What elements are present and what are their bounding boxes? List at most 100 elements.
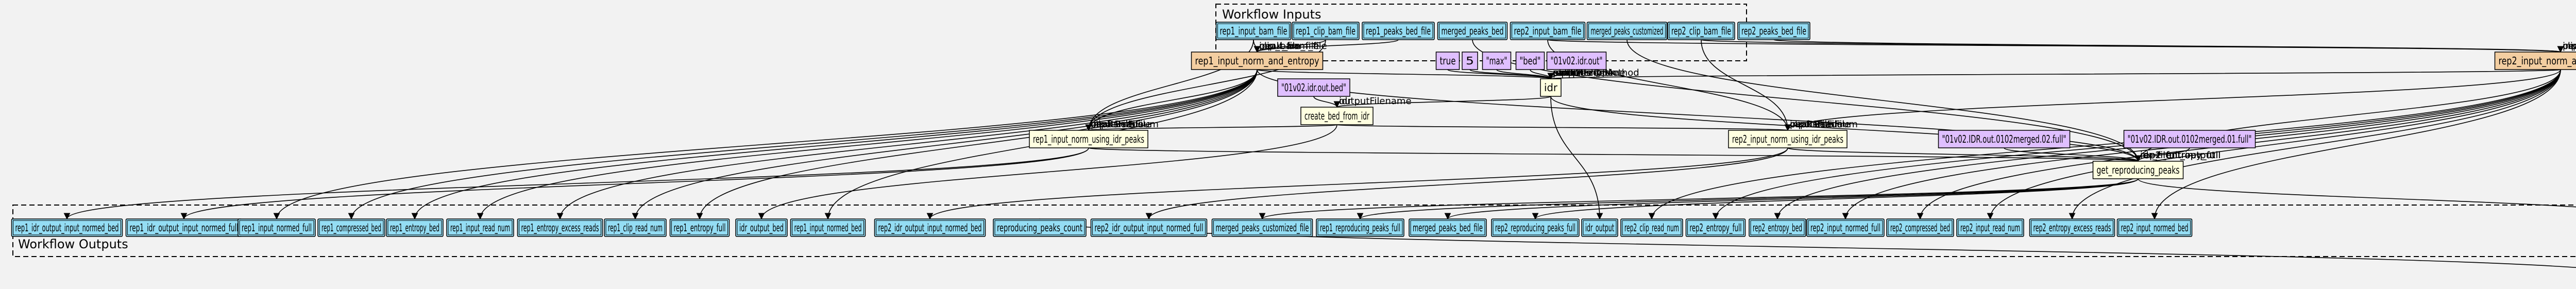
node-lit-01v02-bed[interactable]: "01v02.idr.out.bed" <box>1277 78 1350 97</box>
node-inner-border <box>1687 220 1744 235</box>
node-label: rep2_clip_bam_file <box>1671 25 1731 37</box>
node-sub-rep2[interactable]: rep2_input_norm_and_entropy <box>2494 52 2576 70</box>
node-in-rep1-peaks-bed-file[interactable]: rep1_peaks_bed_file <box>1362 22 1435 40</box>
node-out-rep1-entropy-full[interactable]: rep1_entropy_full <box>669 218 730 237</box>
node-box <box>2092 161 2184 179</box>
node-out-rep1-input-normed-full[interactable]: rep1_input_normed_full <box>238 218 316 237</box>
node-step-idr[interactable]: idr <box>1540 78 1562 97</box>
node-lit-5[interactable]: 5 <box>1462 52 1478 70</box>
node-lit-true[interactable]: true <box>1435 52 1460 70</box>
node-in-merged-peaks-bed[interactable]: merged_peaks_bed <box>1437 22 1508 40</box>
node-out-rep1-idr-output-input-normed-bed[interactable]: rep1_idr_output_input_normed_bed <box>11 218 123 237</box>
node-out-rep2-entropy-bed[interactable]: rep2_entropy_bed <box>1749 218 1806 237</box>
node-inner-border <box>671 220 728 235</box>
node-out-rep2-input-read-num[interactable]: rep2_input_read_num <box>1956 218 2024 237</box>
node-box <box>993 218 1087 237</box>
edge-label-rank: rank <box>1553 67 1574 78</box>
node-label: rep1_input_normed_full <box>242 222 312 234</box>
node-out-rep1-idr-output-input-normed-full[interactable]: rep1_idr_output_input_normed_full <box>125 218 243 237</box>
edge-label-rep1_entropy_full: rep1_entropy_full <box>2140 150 2221 161</box>
node-in-rep2-clip-bam-file[interactable]: rep2_clip_bam_file <box>1667 22 1735 40</box>
node-label: rep1_input_read_num <box>450 222 510 234</box>
node-out-rep2-idr-output-input-normed-full[interactable]: rep2_idr_output_input_normed_full <box>1090 218 1208 237</box>
node-box <box>386 218 444 237</box>
node-box <box>1300 107 1374 125</box>
node-box <box>1685 218 1746 237</box>
node-out-rep2-entropy-excess-reads[interactable]: rep2_entropy_excess_reads <box>2029 218 2115 237</box>
node-out-rep1-compressed-bed[interactable]: rep1_compressed_bed <box>317 218 385 237</box>
edge-step_create_bed-to-out_idr_output_bed <box>758 124 1337 220</box>
node-in-merged-peaks-customized[interactable]: merged_peaks_customized <box>1586 22 1668 40</box>
node-label: rep2_peaks_bed_file <box>1741 25 1806 37</box>
node-label: reproducing_peaks_count <box>997 222 1082 234</box>
edge-label-clipBamFile: clipBamFile <box>1790 119 1842 130</box>
edge-label-inputBamFile: inputBamFile <box>1091 119 1151 130</box>
node-in-rep2-input-bam-file[interactable]: rep2_input_bam_file <box>1510 22 1586 40</box>
node-lit-01v02[interactable]: "01v02.idr.out" <box>1546 52 1607 70</box>
node-box <box>1409 218 1487 237</box>
node-step-create-bed[interactable]: create_bed_from_idr <box>1300 107 1374 125</box>
node-box <box>1292 22 1360 40</box>
node-in-rep1-clip-bam-file[interactable]: rep1_clip_bam_file <box>1292 22 1360 40</box>
node-out-merged-peaks-customized-file[interactable]: merged_peaks_customized_file <box>1211 218 1313 237</box>
edge-step_rep1_norm-to-out_rep1_idr_output_input_normed_bed <box>63 147 1089 220</box>
node-out-idr-output[interactable]: idr_output <box>1581 218 1618 237</box>
node-out-rep1-clip-read-num[interactable]: rep1_clip_read_num <box>604 218 667 237</box>
edge-sub_rep2-to-out_rep2_clip_read_num <box>1648 69 2561 220</box>
node-out-rep2-clip-read-num[interactable]: rep2_clip_read_num <box>1620 218 1683 237</box>
node-sub-rep1[interactable]: rep1_input_norm_and_entropy <box>1191 52 1324 70</box>
node-lit-full2[interactable]: "01v02.IDR.out.0102merged.01.full" <box>2123 130 2256 148</box>
node-box <box>1956 218 2024 237</box>
edge-step_get_repro-to-out_rep2_reproducing_peaks_full <box>1532 178 2139 220</box>
node-lit-full1[interactable]: "01v02.IDR.out.0102merged.02.full" <box>1938 130 2071 148</box>
node-inner-border <box>876 220 984 235</box>
node-box <box>1938 130 2071 148</box>
node-in-rep1-input-bam-file[interactable]: rep1_input_bam_file <box>1215 22 1292 40</box>
node-out-rep1-reproducing-peaks-full[interactable]: rep1_reproducing_peaks_full <box>1316 218 1404 237</box>
node-out-rep2-input-normed-bed[interactable]: rep2_input_normed_bed <box>2116 218 2193 237</box>
node-out-rep2-idr-output-input-normed-bed[interactable]: rep2_idr_output_input_normed_bed <box>874 218 986 237</box>
edge-sub_rep1-to-out_rep1_input_read_num <box>477 69 1258 220</box>
edge-sub_rep1-to-out_rep1_compressed_bed <box>348 69 1258 220</box>
node-out-rep1-entropy-excess-reads[interactable]: rep1_entropy_excess_reads <box>517 218 603 237</box>
node-out-rep2-reproducing-peaks-full[interactable]: rep2_reproducing_peaks_full <box>1491 218 1580 237</box>
edge-label-rep2_full_output: rep2_full_output <box>2140 150 2215 161</box>
node-out-rep1-input-normed-bed[interactable]: rep1_input_normed_bed <box>790 218 866 237</box>
node-label: rep1_input_norm_and_entropy <box>1195 55 1319 67</box>
node-label: rep1_input_normed_bed <box>794 222 862 234</box>
node-inner-border <box>1750 220 1805 235</box>
edge-label-rep1_full_in: rep1_full_in <box>2140 150 2193 161</box>
node-box <box>1491 218 1580 237</box>
node-label: "01v02.idr.out" <box>1551 55 1603 67</box>
node-out-rep2-input-normed-full[interactable]: rep2_input_normed_full <box>1806 218 1885 237</box>
node-inner-border <box>2119 220 2191 235</box>
node-in-rep2-peaks-bed-file[interactable]: rep2_peaks_bed_file <box>1737 22 1810 40</box>
edge-in_merged_peaks_bed-to-step_get_repro <box>1472 39 2142 162</box>
node-label: rep2_input_norm_and_entropy <box>2499 55 2576 67</box>
node-label: "01v02.IDR.out.0102merged.01.full" <box>2128 133 2252 145</box>
node-lit-max[interactable]: "max" <box>1482 52 1512 70</box>
node-lit-bed[interactable]: "bed" <box>1515 52 1545 70</box>
node-label: "bed" <box>1520 55 1541 67</box>
node-out-reproducing-peaks-count[interactable]: reproducing_peaks_count <box>993 218 1087 237</box>
node-step-rep2-norm[interactable]: rep2_input_norm_using_idr_peaks <box>1728 130 1848 148</box>
edge-lit_01v02-to-step_idr <box>1547 69 1577 80</box>
node-inner-border <box>1583 220 1617 235</box>
node-box <box>1090 218 1208 237</box>
node-out-rep1-input-read-num[interactable]: rep1_input_read_num <box>446 218 514 237</box>
node-step-get-repro[interactable]: get_reproducing_peaks <box>2092 161 2184 179</box>
node-out-rep1-entropy-bed[interactable]: rep1_entropy_bed <box>386 218 444 237</box>
node-box <box>1191 52 1324 70</box>
node-label: rep1_entropy_bed <box>390 222 439 234</box>
node-out-rep2-entropy-full[interactable]: rep2_entropy_full <box>1685 218 1746 237</box>
edge-sub_rep2-to-out_rep2_input_normed_bed <box>2151 69 2561 220</box>
edge-label-rep2_full_in: rep2_full_in <box>2140 150 2193 161</box>
edge-label-clip_bam_file: clip_bam_file <box>1259 41 1319 52</box>
node-out-merged-peaks-bed-file[interactable]: merged_peaks_bed_file <box>1409 218 1487 237</box>
node-out-idr-output-bed[interactable]: idr_output_bed <box>735 218 788 237</box>
node-step-rep1-norm[interactable]: rep1_input_norm_using_idr_peaks <box>1029 130 1148 148</box>
workflow-outputs-label: Workflow Outputs <box>18 237 128 251</box>
node-inner-border <box>1669 23 1734 39</box>
node-out-rep2-compressed-bed[interactable]: rep2_compressed_bed <box>1886 218 1954 237</box>
